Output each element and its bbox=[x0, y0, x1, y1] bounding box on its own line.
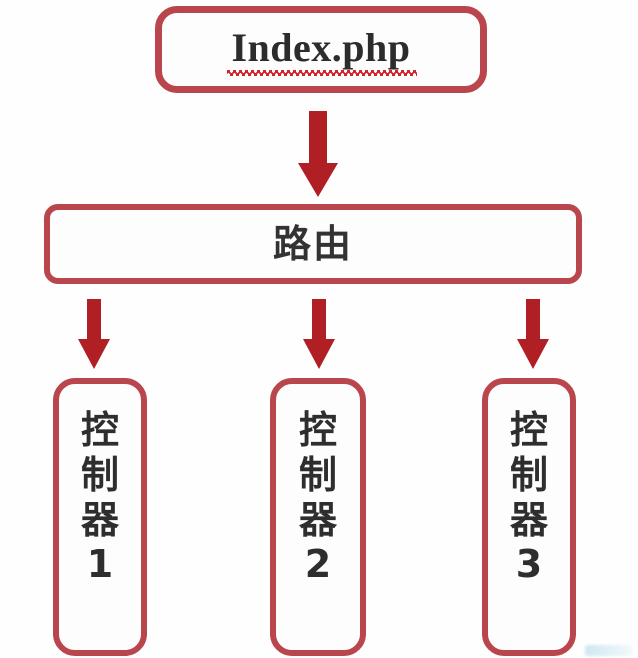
node-controller-2[interactable]: 控制器2 bbox=[270, 378, 366, 656]
node-controller-1[interactable]: 控制器1 bbox=[53, 378, 147, 656]
node-controller-3-label: 控制器3 bbox=[509, 408, 548, 587]
watermark-smudge bbox=[585, 645, 633, 656]
node-controller-1-label: 控制器1 bbox=[80, 408, 119, 587]
arrow-router-to-controller-1 bbox=[78, 299, 110, 369]
node-controller-3[interactable]: 控制器3 bbox=[482, 378, 576, 656]
node-index-php[interactable]: Index.php bbox=[155, 6, 487, 93]
node-router-label: 路由 bbox=[272, 222, 353, 266]
node-controller-2-label: 控制器2 bbox=[298, 408, 337, 587]
arrow-router-to-controller-2 bbox=[303, 299, 335, 369]
arrow-index-to-router bbox=[298, 111, 338, 197]
node-index-php-label: Index.php bbox=[227, 24, 417, 76]
node-router[interactable]: 路由 bbox=[44, 204, 582, 284]
arrow-router-to-controller-3 bbox=[517, 299, 549, 369]
